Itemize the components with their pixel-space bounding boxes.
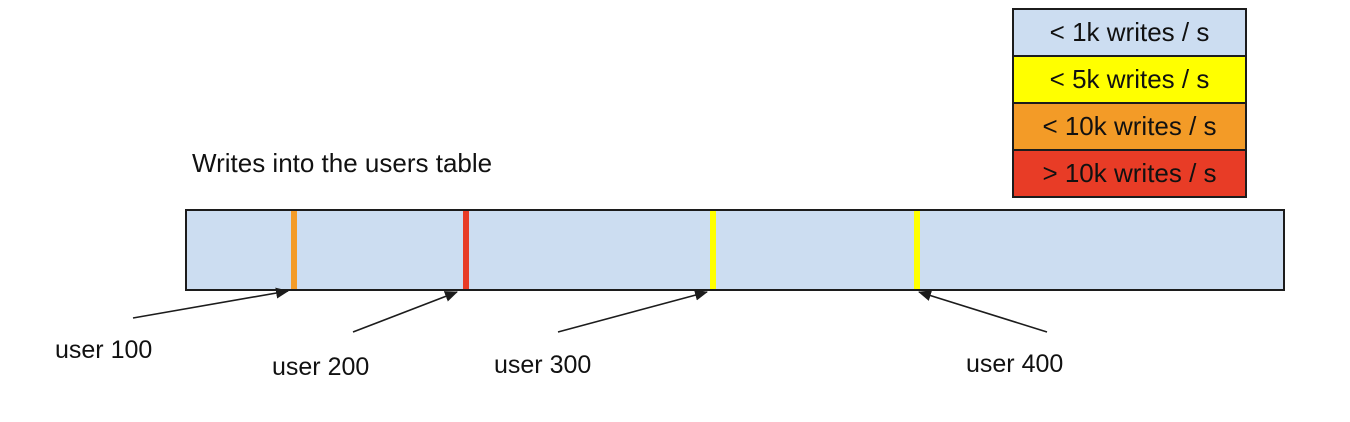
legend-item-label: < 5k writes / s [1049, 64, 1210, 94]
callout-label-user-100: user 100 [55, 336, 153, 364]
legend-item-2: < 5k writes / s [1012, 55, 1247, 104]
callout-label-user-200: user 200 [272, 353, 370, 381]
user-400-write-marker [914, 211, 920, 289]
callout-arrow-user-100 [132, 287, 289, 319]
user-200-write-marker [463, 211, 469, 289]
callout-label-user-400: user 400 [966, 350, 1064, 378]
callout-arrow-user-200 [352, 291, 458, 333]
legend-item-3: < 10k writes / s [1012, 102, 1247, 151]
users-table-bar [185, 209, 1285, 291]
legend-item-label: < 10k writes / s [1042, 111, 1217, 141]
legend: < 1k writes / s < 5k writes / s < 10k writ… [1012, 8, 1247, 198]
diagram-title: Writes into the users table [192, 148, 493, 178]
user-300-write-marker [710, 211, 716, 289]
legend-item-label: < 1k writes / s [1049, 17, 1210, 47]
legend-item-4: > 10k writes / s [1012, 149, 1247, 198]
legend-item-1: < 1k writes / s [1012, 8, 1247, 57]
callout-label-user-300: user 300 [494, 351, 592, 379]
user-100-write-marker [291, 211, 297, 289]
legend-item-label: > 10k writes / s [1042, 158, 1217, 188]
callout-arrow-user-300 [557, 289, 708, 333]
callout-arrow-user-400 [918, 290, 1048, 333]
